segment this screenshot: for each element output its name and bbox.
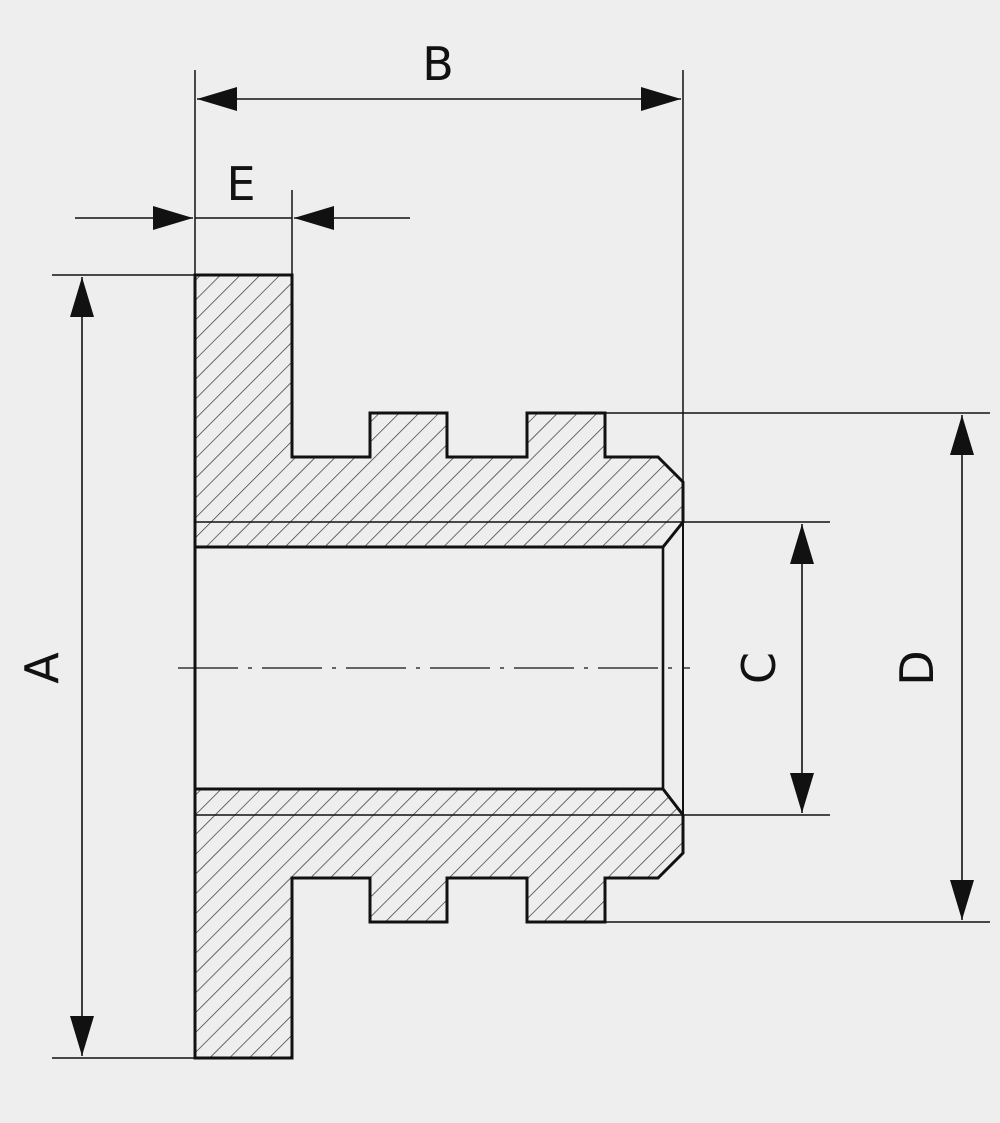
extension-lines (52, 70, 990, 1059)
dim-label-d: D (890, 650, 944, 685)
dim-label-c: C (732, 652, 786, 684)
dimension-lines (70, 87, 974, 1056)
dim-label-e: E (226, 157, 255, 211)
lower-section (193, 787, 685, 1060)
dim-label-a: A (15, 652, 69, 684)
dim-label-b: B (422, 37, 454, 91)
part-section (178, 273, 690, 1060)
upper-section (193, 273, 685, 549)
